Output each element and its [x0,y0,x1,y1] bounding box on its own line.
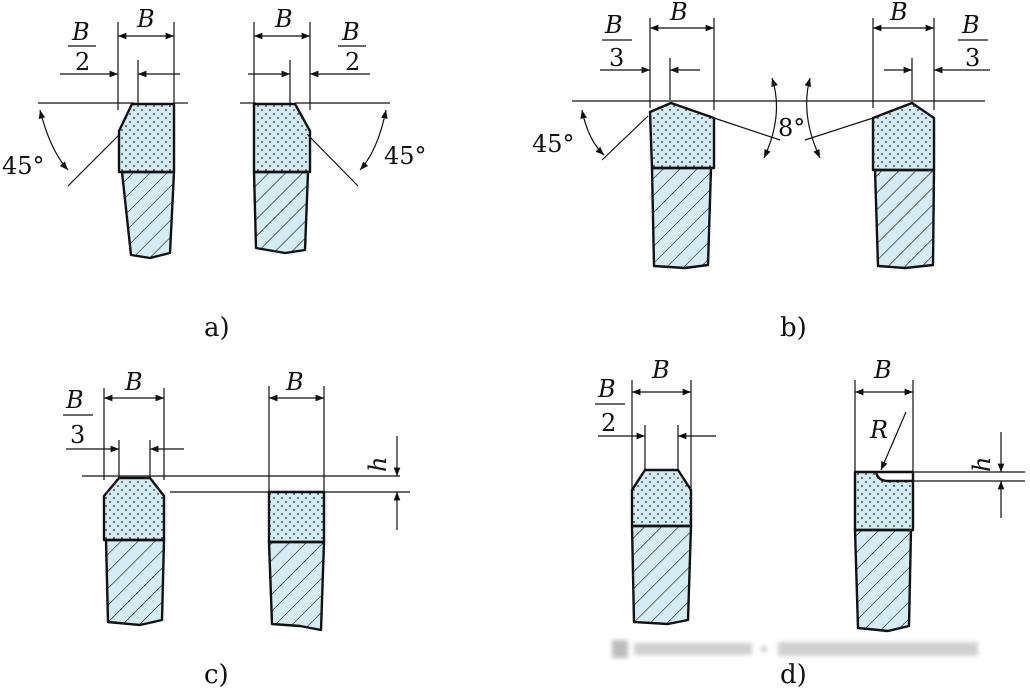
panel-b: B B 3 45° 8° B B 3 b) [532,0,990,343]
panel-c-left-segment [102,476,166,627]
panel-c-dimensions [66,386,410,530]
panel-a-left-segment [117,102,176,260]
panel-c: B B 3 B h c) [63,368,410,690]
caption-d: d) [780,660,807,689]
caption-c: c) [204,660,229,689]
panel-d-dimensions [598,380,1025,518]
panel-d-half-numerator: B [597,375,616,403]
panel-b-right-third-numerator: B [961,11,980,39]
panel-a-right-dimensions [240,22,390,187]
panel-b-right-segment [871,101,936,270]
panel-a-left-angle-label: 45° [2,152,45,180]
panel-a-right-half-numerator: B [341,18,360,46]
panel-d-right-width-label: B [873,356,892,384]
panel-c-right-segment [267,490,326,632]
panel-d-radius-label: R [869,416,888,444]
panel-a-left-half-numerator: B [71,18,90,46]
panel-b-left-third-denominator: 3 [609,44,624,72]
panel-d-depth-label: h [968,457,996,472]
panel-d-half-denominator: 2 [601,409,616,437]
panel-c-left-width-label: B [124,368,143,396]
panel-a: B B 2 45° B B 2 45° a) [2,5,427,343]
panel-a-right-half-denominator: 2 [345,48,360,76]
panel-b-right-width-label: B [889,0,908,26]
panel-c-third-numerator: B [65,386,84,414]
panel-b-angle45-label: 45° [532,130,575,158]
panel-b-left-width-label: B [669,0,688,26]
panel-c-depth-label: h [364,457,392,472]
panel-a-left-dimensions [38,22,188,187]
panel-b-dimensions [572,18,990,161]
panel-d-left-width-label: B [651,356,670,384]
blurred-watermark [612,640,978,658]
caption-a: a) [204,313,230,343]
panel-a-right-angle-label: 45° [384,142,427,170]
caption-b: b) [780,313,807,343]
panel-a-left-half-denominator: 2 [75,48,90,76]
panel-c-right-width-label: B [285,368,304,396]
panel-d: B B 2 B R h d) [595,356,1025,690]
panel-d-right-segment [853,470,915,633]
panel-b-left-segment [648,101,716,270]
panel-c-third-denominator: 3 [70,421,85,449]
panel-a-left-width-label: B [136,5,155,33]
panel-a-right-width-label: B [274,5,293,33]
panel-b-right-third-denominator: 3 [965,44,980,72]
panel-b-left-third-numerator: B [604,11,623,39]
panel-a-right-segment [252,102,312,255]
panel-d-left-segment [630,468,693,626]
panel-b-angle8-label: 8° [778,114,805,142]
